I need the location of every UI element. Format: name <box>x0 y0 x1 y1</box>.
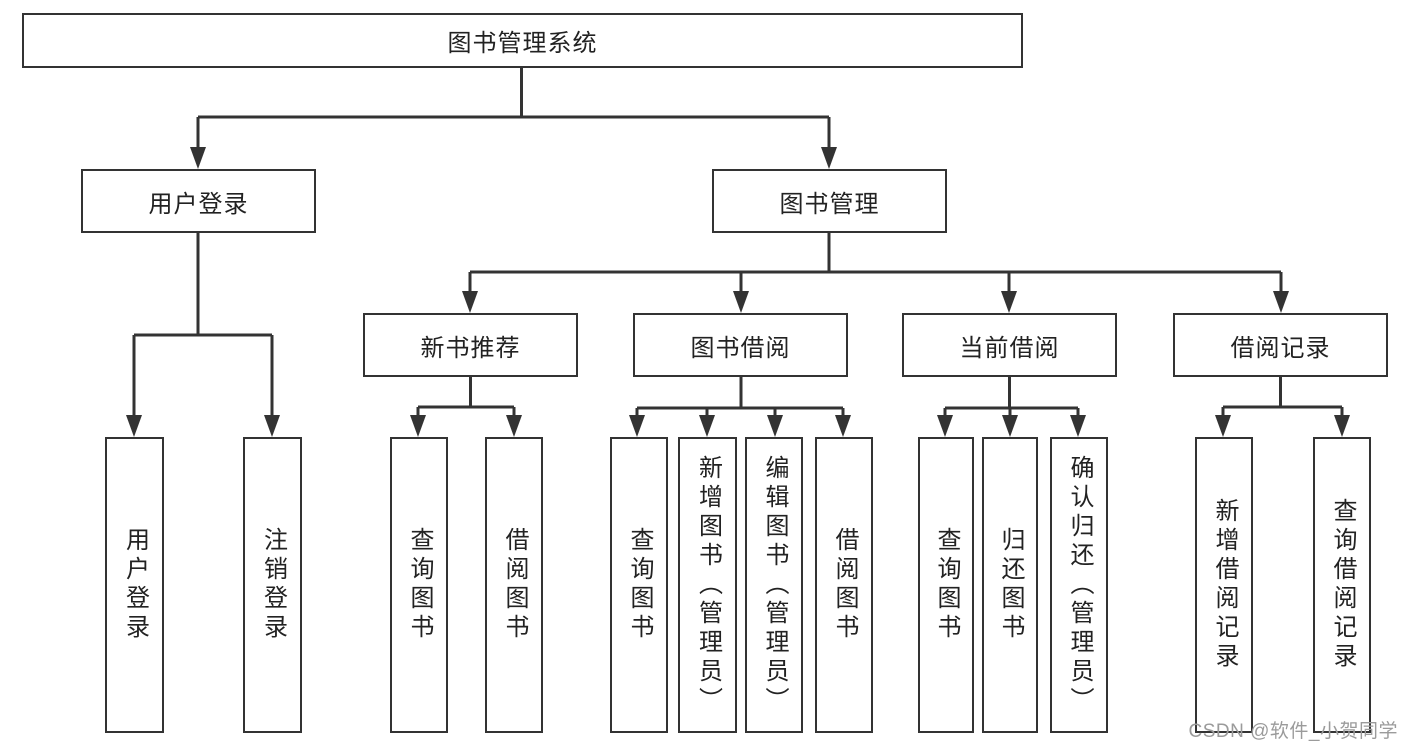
connector-book-borrow-split <box>635 377 845 420</box>
node-label: 新书推荐 <box>420 334 521 362</box>
arrow-down-icon <box>190 147 206 169</box>
arrow-down-icon <box>126 415 142 437</box>
node-library-system: 图书管理系统 <box>22 13 1023 68</box>
leaf-confirm-return-admin: 确认归还（管理员） <box>1050 437 1108 733</box>
node-label: 借阅记录 <box>1230 334 1331 362</box>
node-book-borrow: 图书借阅 <box>633 313 848 377</box>
connector-user-login-split <box>132 233 274 420</box>
csdn-watermark: CSDN @软件_小贺同学 <box>1188 721 1398 742</box>
node-label: 图书管理 <box>779 190 880 218</box>
node-borrow-records: 借阅记录 <box>1173 313 1388 377</box>
leaf-edit-books-admin: 编辑图书（管理员） <box>745 437 803 733</box>
arrow-down-icon <box>733 291 749 313</box>
leaf-user-login: 用户登录 <box>105 437 164 733</box>
arrow-down-icon <box>821 147 837 169</box>
arrow-down-icon <box>1273 291 1289 313</box>
leaf-borrow-books-recommend: 借阅图书 <box>485 437 543 733</box>
leaf-return-books: 归还图书 <box>982 437 1038 733</box>
leaf-add-books-admin: 新增图书（管理员） <box>678 437 737 733</box>
node-label: 编辑图书（管理员） <box>761 454 788 716</box>
node-label: 借阅图书 <box>501 527 528 643</box>
node-user-login: 用户登录 <box>81 169 316 233</box>
arrow-down-icon <box>506 415 522 437</box>
node-current-borrow: 当前借阅 <box>902 313 1117 377</box>
node-label: 查询借阅记录 <box>1329 498 1356 672</box>
connector-current-borrow-split <box>943 377 1080 420</box>
node-new-book-recommend: 新书推荐 <box>363 313 578 377</box>
connector-root-split <box>196 68 831 152</box>
arrow-down-icon <box>699 415 715 437</box>
arrow-down-icon <box>937 415 953 437</box>
arrow-down-icon <box>1001 291 1017 313</box>
arrow-down-icon <box>264 415 280 437</box>
arrow-down-icon <box>1070 415 1086 437</box>
leaf-query-books-recommend: 查询图书 <box>390 437 448 733</box>
node-label: 确认归还（管理员） <box>1066 454 1093 716</box>
arrow-down-icon <box>462 291 478 313</box>
node-label: 新增图书（管理员） <box>694 454 722 716</box>
arrow-down-icon <box>410 415 426 437</box>
arrow-down-icon <box>835 415 851 437</box>
connector-new-book-split <box>416 377 516 420</box>
leaf-add-borrow-record: 新增借阅记录 <box>1195 437 1253 733</box>
arrow-down-icon <box>767 415 783 437</box>
node-label: 用户登录 <box>121 527 149 643</box>
node-label: 借阅图书 <box>831 527 858 643</box>
node-label: 图书借阅 <box>690 334 791 362</box>
leaf-logout: 注销登录 <box>243 437 302 733</box>
node-label: 图书管理系统 <box>447 30 598 57</box>
node-label: 查询图书 <box>933 527 960 643</box>
leaf-query-borrow-record: 查询借阅记录 <box>1313 437 1371 733</box>
connector-book-management-split <box>468 233 1283 296</box>
node-label: 用户登录 <box>148 190 249 218</box>
node-label: 当前借阅 <box>959 334 1060 362</box>
node-label: 查询图书 <box>406 527 433 643</box>
node-label: 注销登录 <box>259 527 287 643</box>
arrow-down-icon <box>629 415 645 437</box>
node-label: 归还图书 <box>997 527 1024 643</box>
arrow-down-icon <box>1334 415 1350 437</box>
arrow-down-icon <box>1002 415 1018 437</box>
arrow-down-icon <box>1215 415 1231 437</box>
node-label: 新增借阅记录 <box>1211 498 1238 672</box>
node-label: 查询图书 <box>626 527 653 643</box>
leaf-query-books: 查询图书 <box>610 437 668 733</box>
leaf-query-books-current: 查询图书 <box>918 437 974 733</box>
node-book-management: 图书管理 <box>712 169 947 233</box>
connector-borrow-record-split <box>1221 377 1344 420</box>
leaf-borrow-books: 借阅图书 <box>815 437 873 733</box>
